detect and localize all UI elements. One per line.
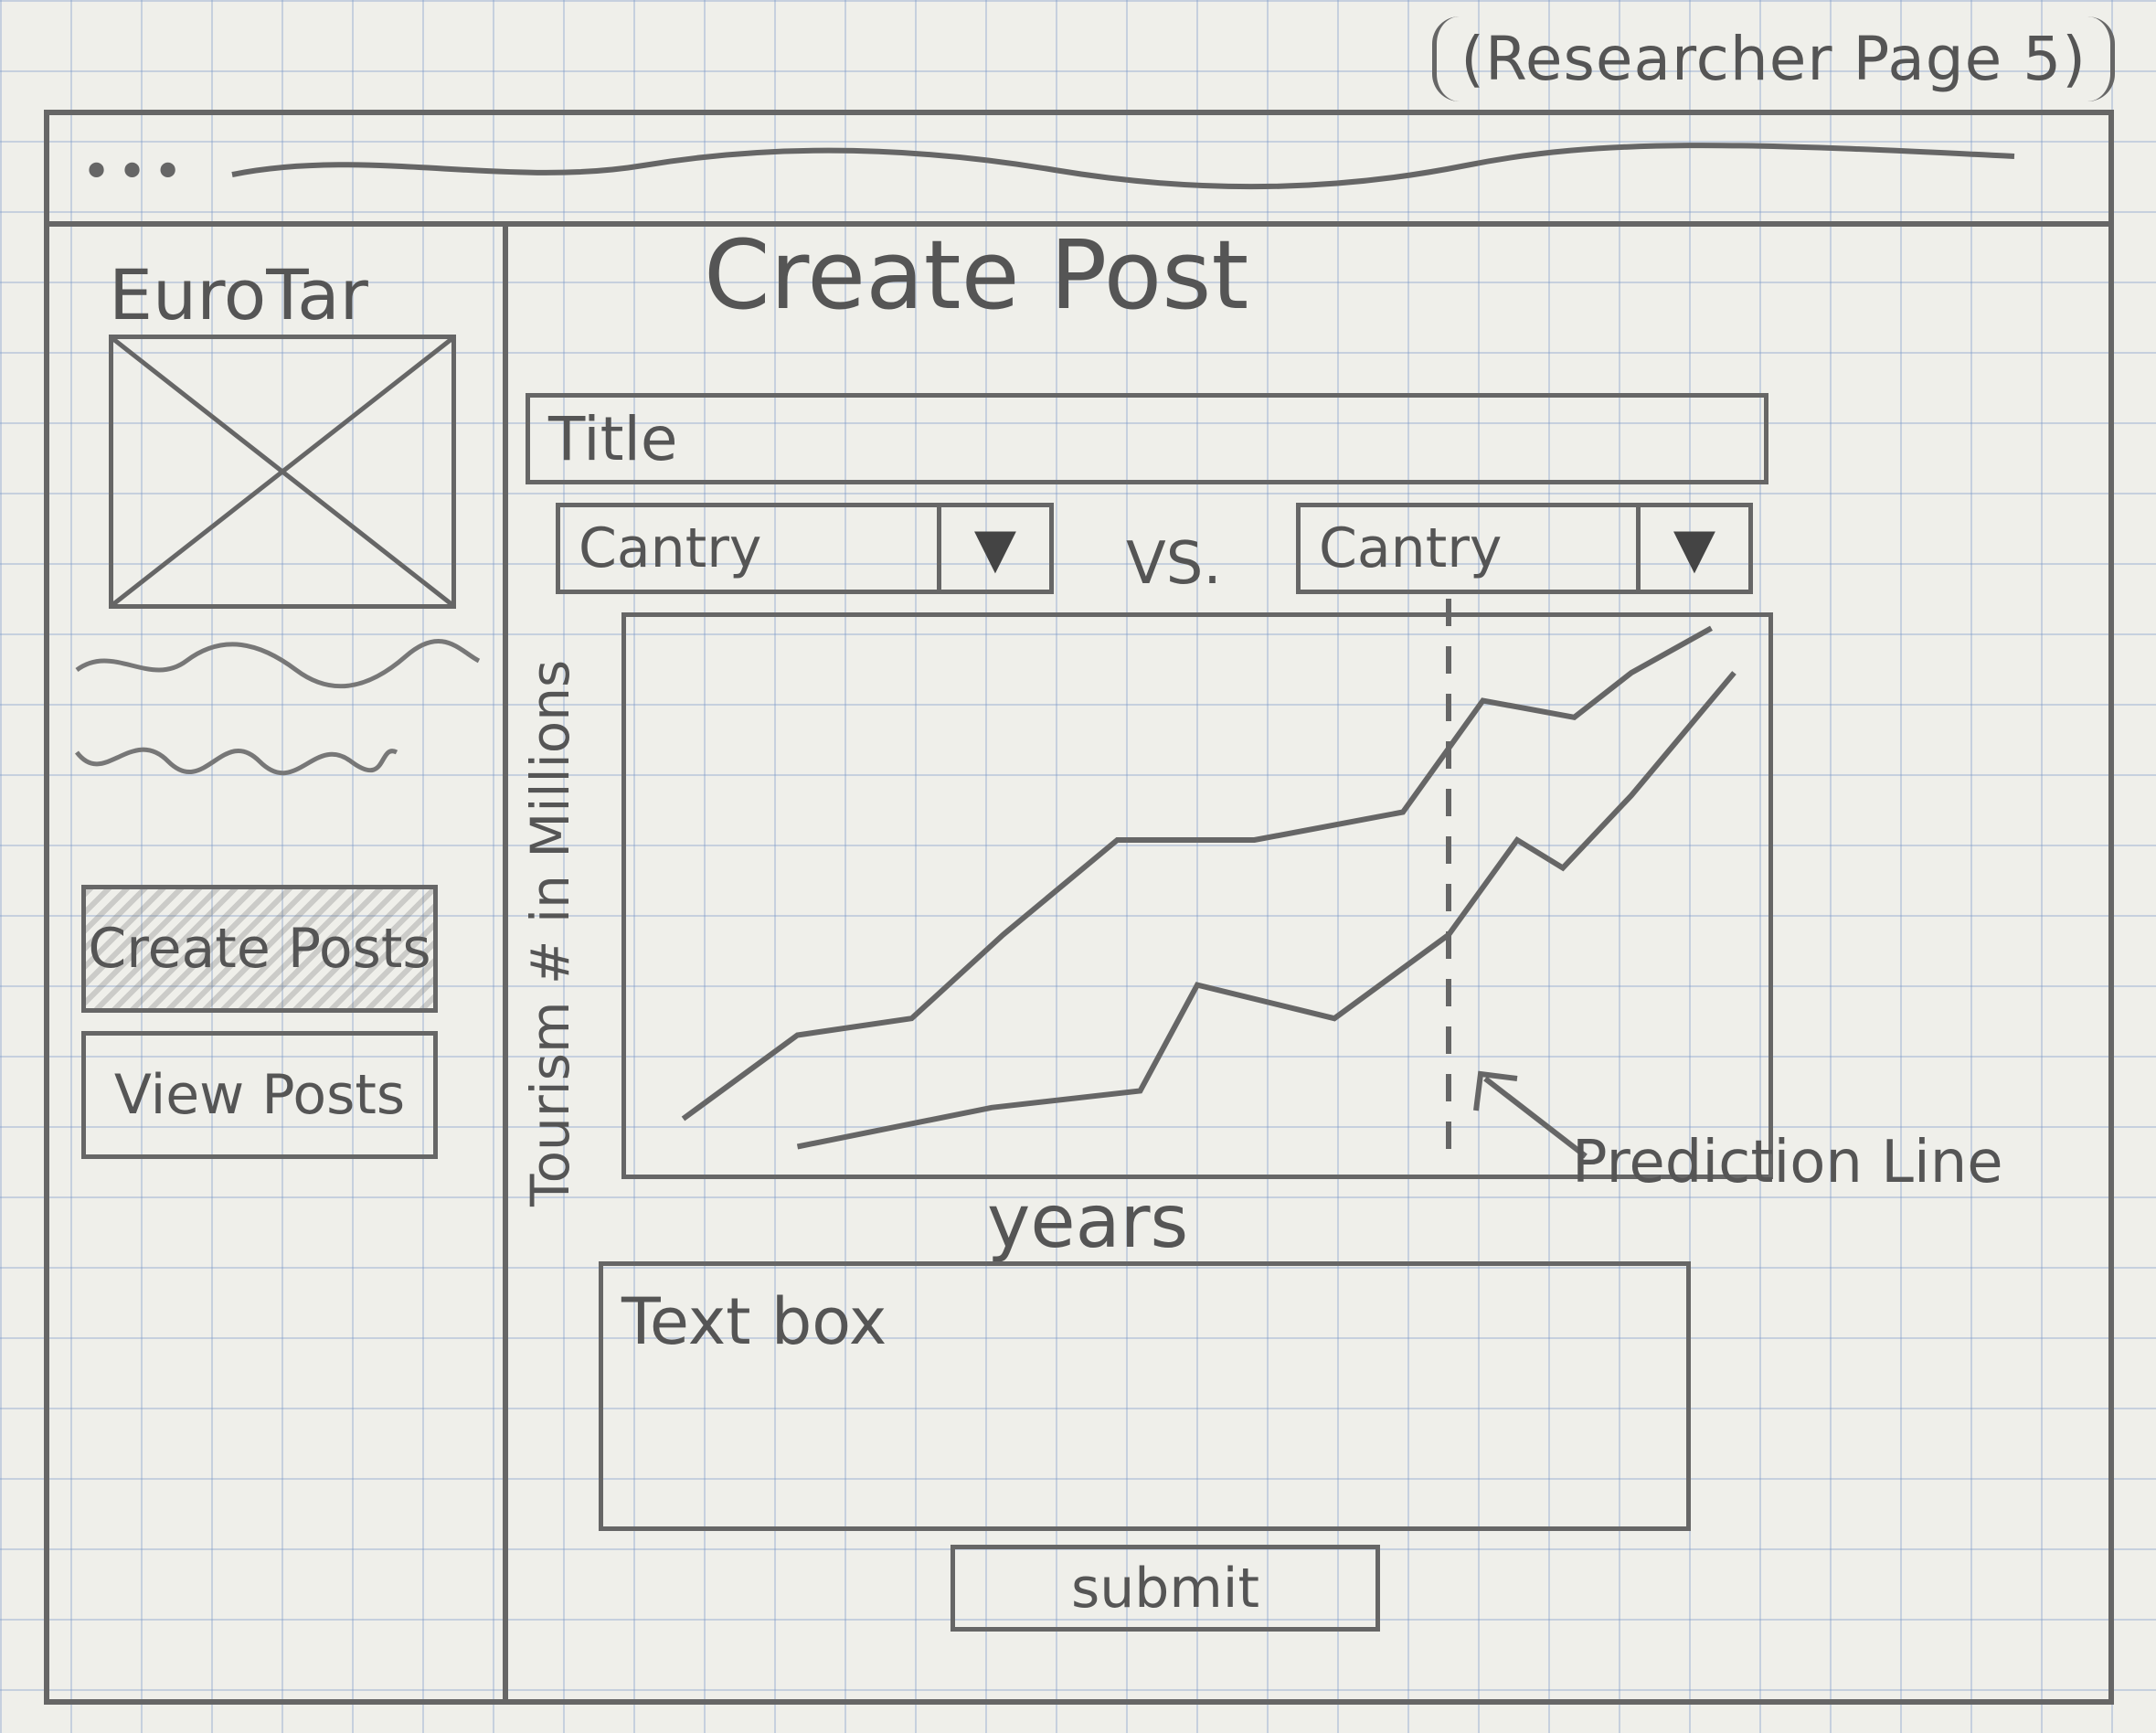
chart-series-line xyxy=(796,671,1736,1150)
country-select-right[interactable]: Cantry ▼ xyxy=(1296,503,1753,594)
country-select-left[interactable]: Cantry ▼ xyxy=(556,503,1054,594)
view-posts-button[interactable]: View Posts xyxy=(81,1031,438,1159)
page-title: Create Post xyxy=(704,219,1249,331)
sidebar: EuroTar Create Posts View Posts xyxy=(49,227,508,1705)
brand-name: EuroTar xyxy=(109,254,368,335)
url-bar-scribble[interactable] xyxy=(231,138,2015,202)
chart-series-line xyxy=(681,625,1713,1122)
page-label: (Researcher Page 5) xyxy=(1432,16,2115,101)
annotation-arrow-icon xyxy=(1473,1070,1588,1159)
create-posts-button[interactable]: Create Posts xyxy=(81,885,438,1013)
chart-y-axis-label: Tourism # in Millions xyxy=(519,659,581,1207)
logo-placeholder-image xyxy=(109,335,456,609)
prediction-line-annotation: Prediction Line xyxy=(1572,1129,2003,1196)
placeholder-text-line xyxy=(75,747,398,776)
browser-window: ••• EuroTar Create Posts View Posts xyxy=(44,110,2114,1705)
post-body-textarea[interactable]: Text box xyxy=(599,1261,1691,1531)
dropdown-arrow-icon[interactable]: ▼ xyxy=(1636,507,1748,590)
window-controls-icon[interactable]: ••• xyxy=(81,143,189,202)
post-title-input[interactable]: Title xyxy=(526,393,1768,484)
dropdown-arrow-icon[interactable]: ▼ xyxy=(937,507,1049,590)
chart-plot xyxy=(681,599,1736,1165)
country-select-left-value: Cantry xyxy=(579,516,762,580)
tourism-comparison-chart xyxy=(621,599,1773,1179)
country-select-right-value: Cantry xyxy=(1319,516,1503,580)
submit-button[interactable]: submit xyxy=(951,1545,1380,1632)
browser-toolbar: ••• xyxy=(49,115,2108,227)
versus-label: VS. xyxy=(1126,530,1222,598)
placeholder-text-line xyxy=(75,639,481,689)
chart-x-axis-label: years xyxy=(987,1179,1189,1264)
